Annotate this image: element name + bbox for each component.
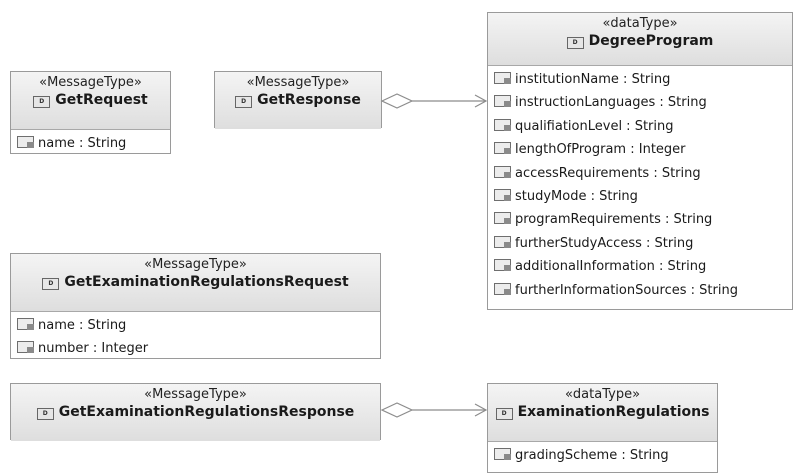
attribute-row[interactable]: institutionName : String: [494, 68, 792, 91]
attribute-compartment: institutionName : String instructionLang…: [488, 66, 792, 304]
attribute-icon: [494, 282, 511, 295]
attribute-row[interactable]: number : Integer: [17, 337, 380, 360]
class-name: GetRequest: [55, 92, 148, 108]
attribute-icon: [494, 235, 511, 248]
attribute-icon: [494, 72, 511, 84]
aggregation-diamond: [380, 402, 414, 418]
attribute-icon: [494, 142, 511, 155]
class-get-request[interactable]: «MessageType» D GetRequest name : String: [10, 71, 171, 154]
stereotype-label: «dataType»: [564, 387, 641, 402]
datatype-class-icon: D: [495, 408, 513, 420]
attribute-icon: [494, 259, 511, 272]
attribute-icon: [494, 212, 511, 225]
attribute-row[interactable]: qualifiationLevel : String: [494, 115, 792, 138]
attribute-icon: [494, 165, 511, 178]
attribute-label: studyMode : String: [515, 189, 638, 205]
arrowhead: [474, 403, 488, 417]
aggregation-diamond: [380, 93, 414, 109]
attribute-icon: [494, 448, 511, 460]
attribute-row[interactable]: furtherInformationSources : String: [494, 279, 792, 302]
attribute-compartment: gradingScheme : String: [488, 442, 717, 469]
attribute-label: furtherStudyAccess : String: [515, 235, 694, 251]
attribute-icon: [494, 118, 511, 131]
aggregation-connector-response-degree-program[interactable]: [380, 93, 488, 109]
datatype-class-icon: D: [566, 37, 584, 49]
connectors-layer: [380, 93, 488, 418]
attribute-label: programRequirements : String: [515, 212, 713, 228]
attribute-row[interactable]: additionalInformation : String: [494, 255, 792, 278]
attribute-label: name : String: [38, 136, 127, 151]
class-header: «MessageType» D GetExaminationRegulations…: [11, 384, 380, 441]
attribute-label: lengthOfProgram : Integer: [515, 142, 686, 158]
class-get-examination-regulations-response[interactable]: «MessageType» D GetExaminationRegulations…: [10, 383, 381, 441]
class-header: «MessageType» D GetRequest: [11, 72, 170, 130]
attribute-row[interactable]: name : String: [17, 132, 170, 155]
stereotype-label: «dataType»: [602, 16, 678, 31]
arrowhead: [474, 94, 488, 108]
attribute-label: institutionName : String: [515, 72, 671, 87]
attribute-icon: [17, 136, 34, 148]
attribute-label: accessRequirements : String: [515, 165, 701, 181]
attribute-icon: [494, 189, 511, 202]
attribute-label: name : String: [38, 318, 127, 333]
class-header: «dataType» D DegreeProgram: [488, 13, 792, 66]
class-header: «MessageType» D GetResponse: [215, 72, 381, 129]
class-examination-regulations[interactable]: «dataType» D ExaminationRegulations gradi…: [487, 383, 718, 473]
attribute-row[interactable]: name : String: [17, 314, 380, 337]
datatype-class-icon: D: [42, 278, 60, 290]
datatype-class-icon: D: [235, 96, 253, 108]
stereotype-label: «MessageType»: [144, 387, 247, 402]
attribute-row[interactable]: lengthOfProgram : Integer: [494, 138, 792, 161]
datatype-class-icon: D: [33, 96, 51, 108]
class-name: GetExaminationRegulationsResponse: [58, 404, 355, 420]
attribute-label: furtherInformationSources : String: [515, 282, 738, 298]
attribute-label: instructionLanguages : String: [515, 95, 707, 111]
class-header: «MessageType» D GetExaminationRegulations…: [11, 254, 380, 312]
class-get-response[interactable]: «MessageType» D GetResponse: [214, 71, 382, 129]
attribute-icon: [494, 95, 511, 108]
class-degree-program[interactable]: «dataType» D DegreeProgram institutionNam…: [487, 12, 793, 310]
attribute-row[interactable]: gradingScheme : String: [494, 444, 717, 467]
aggregation-connector-exam-response-exam-regulations[interactable]: [380, 402, 488, 418]
datatype-class-icon: D: [36, 408, 54, 420]
class-name: GetExaminationRegulationsRequest: [64, 274, 349, 290]
attribute-row[interactable]: studyMode : String: [494, 185, 792, 208]
attribute-icon: [17, 318, 34, 330]
attribute-compartment: name : String number : Integer: [11, 312, 380, 363]
stereotype-label: «MessageType»: [39, 75, 142, 90]
attribute-icon: [17, 341, 34, 354]
attribute-label: qualifiationLevel : String: [515, 118, 674, 134]
class-name: DegreeProgram: [588, 33, 714, 49]
attribute-row[interactable]: programRequirements : String: [494, 208, 792, 231]
class-name: GetResponse: [257, 92, 361, 108]
class-header: «dataType» D ExaminationRegulations: [488, 384, 717, 442]
class-name: ExaminationRegulations: [517, 404, 710, 420]
stereotype-label: «MessageType»: [144, 257, 247, 272]
attribute-compartment: name : String: [11, 130, 170, 157]
attribute-label: additionalInformation : String: [515, 259, 707, 275]
class-get-examination-regulations-request[interactable]: «MessageType» D GetExaminationRegulations…: [10, 253, 381, 359]
attribute-label: gradingScheme : String: [515, 448, 669, 463]
attribute-row[interactable]: instructionLanguages : String: [494, 91, 792, 114]
attribute-row[interactable]: accessRequirements : String: [494, 162, 792, 185]
attribute-label: number : Integer: [38, 341, 149, 357]
attribute-row[interactable]: furtherStudyAccess : String: [494, 232, 792, 255]
stereotype-label: «MessageType»: [246, 75, 350, 90]
